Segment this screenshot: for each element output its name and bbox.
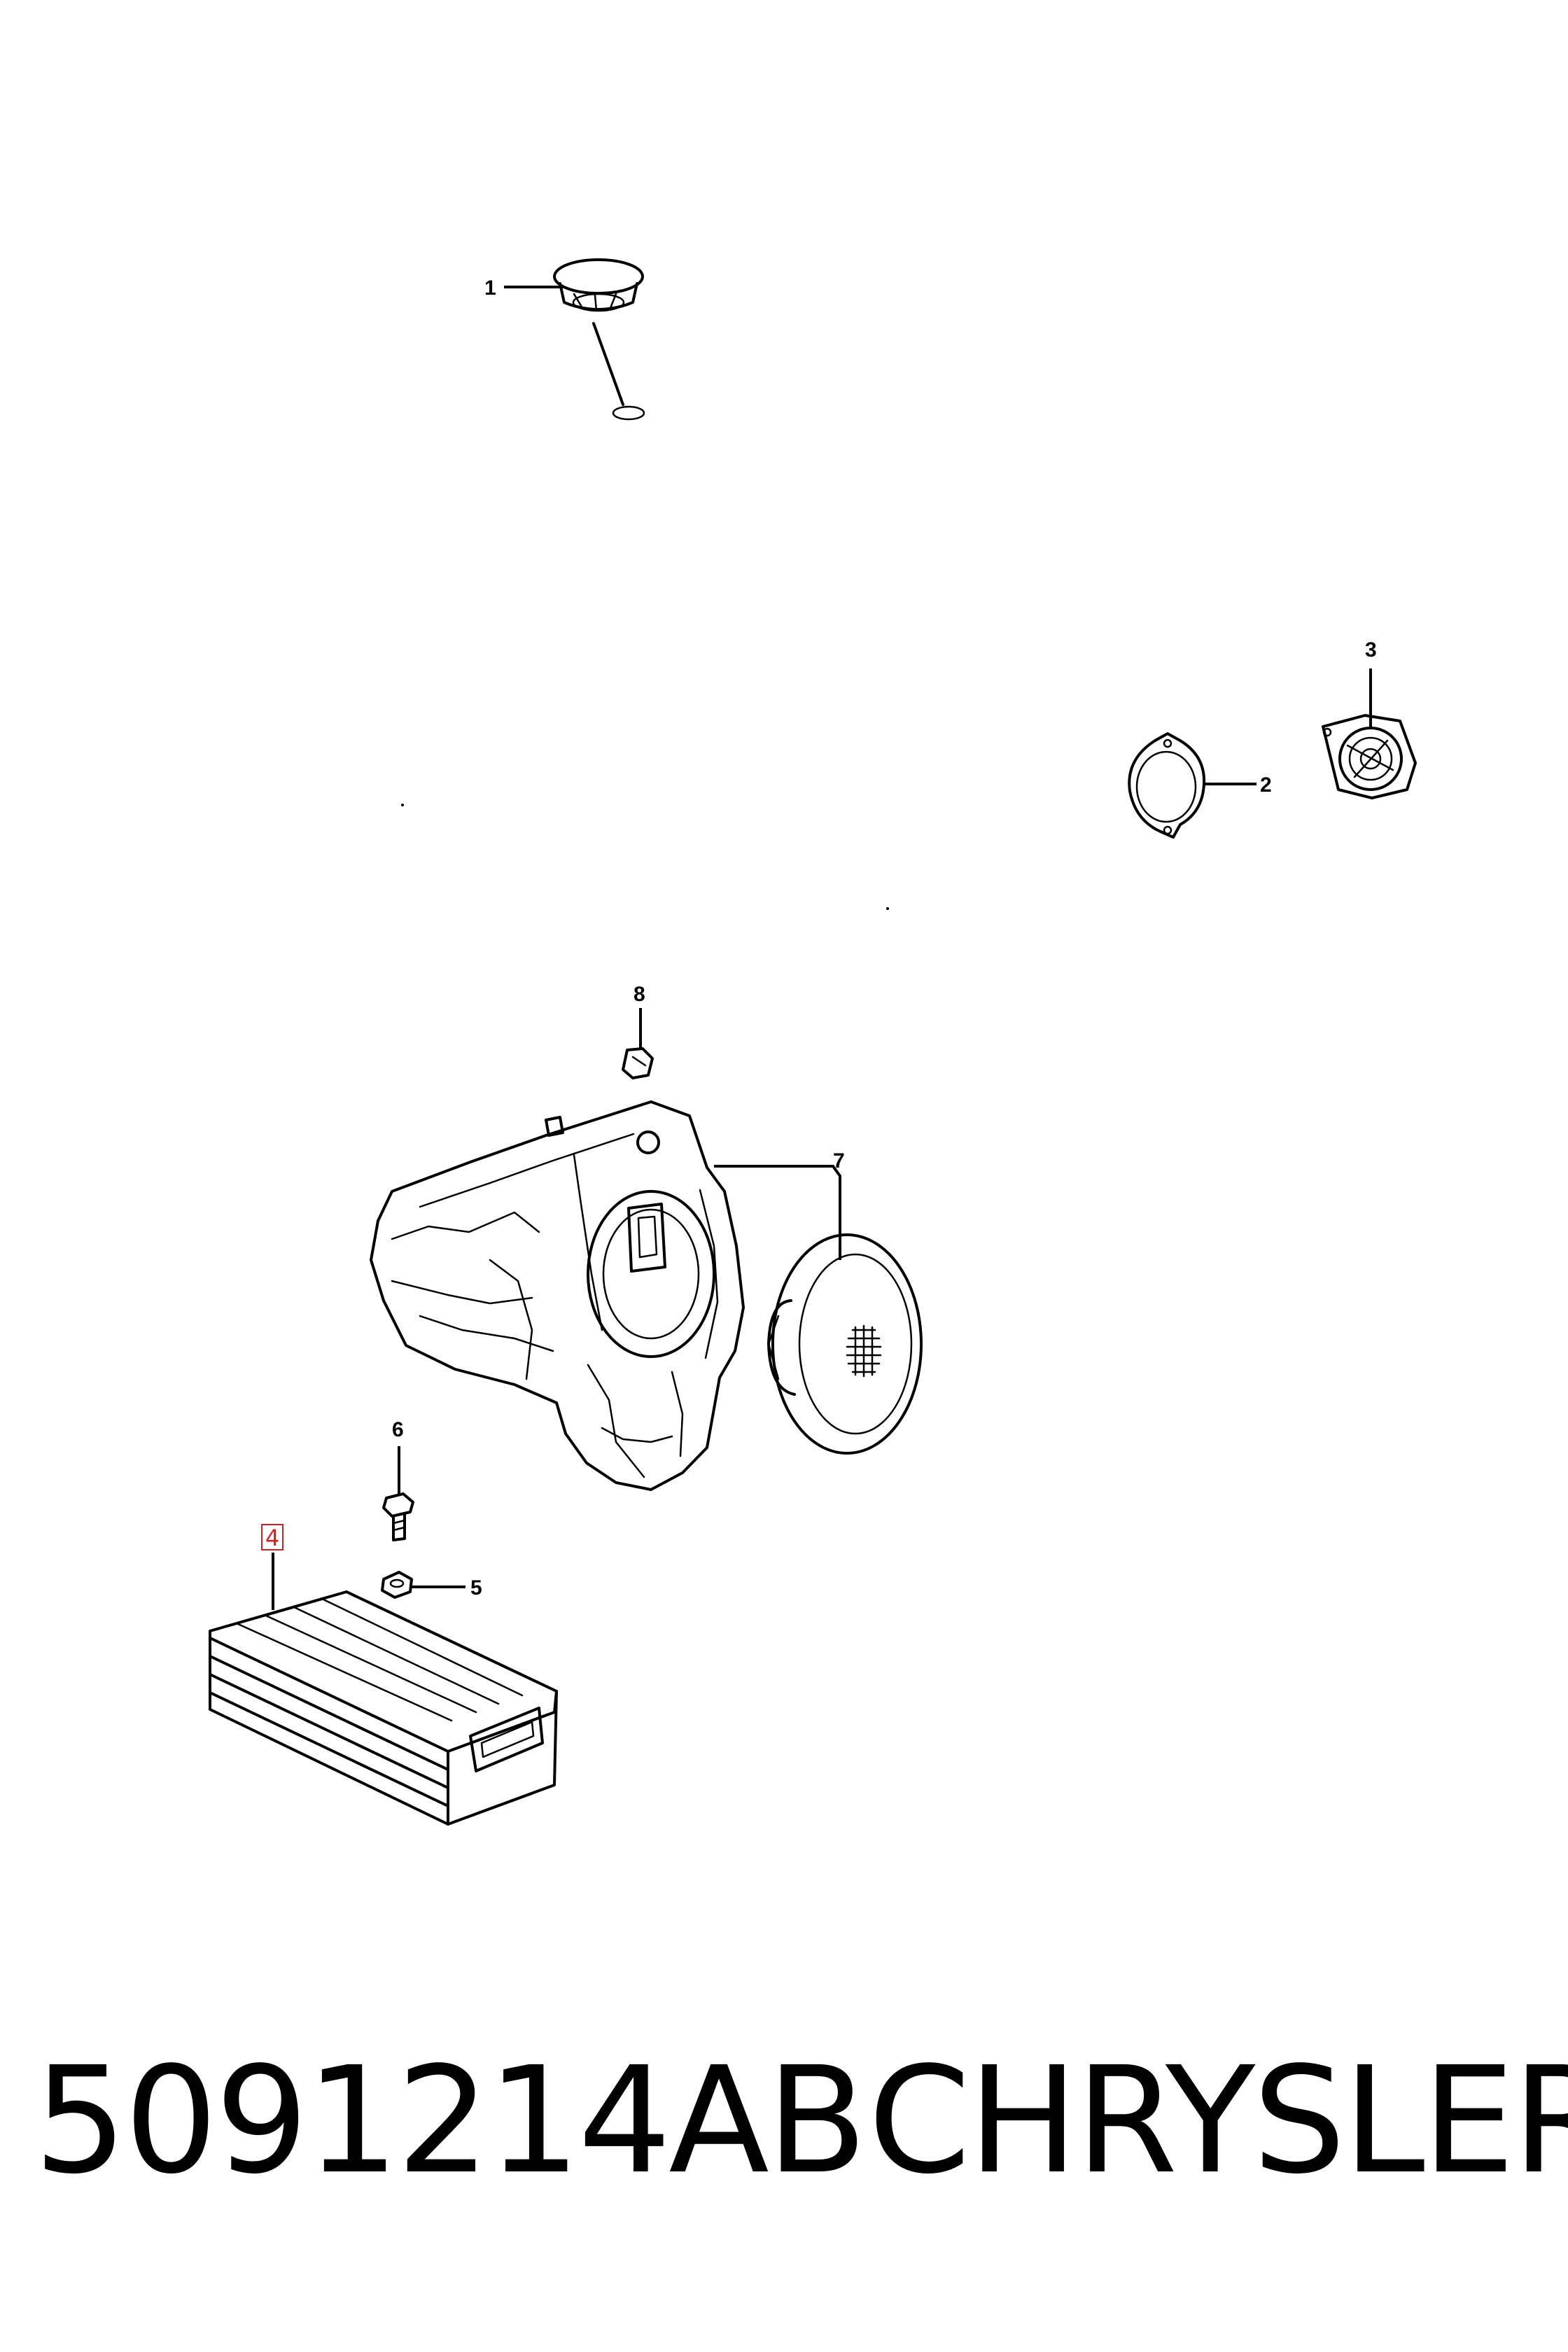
callout-4-highlight-box bbox=[261, 1524, 284, 1550]
speck-2 bbox=[886, 907, 889, 910]
brand-name: CHRYSLER bbox=[868, 2035, 1568, 2206]
part-8-clip bbox=[622, 1047, 654, 1079]
part-7-speaker-enclosure bbox=[370, 1100, 745, 1491]
leader-7 bbox=[714, 1165, 841, 1260]
callout-1: 1 bbox=[484, 276, 496, 300]
part-1-tweeter bbox=[553, 258, 645, 421]
callout-6: 6 bbox=[392, 1418, 404, 1441]
part-2-speaker-ring bbox=[1128, 732, 1206, 839]
callout-8: 8 bbox=[634, 983, 645, 1006]
callout-5: 5 bbox=[470, 1576, 482, 1600]
callout-2: 2 bbox=[1260, 774, 1272, 797]
part-5-nut bbox=[381, 1571, 413, 1599]
part-6-bolt bbox=[382, 1492, 414, 1541]
speck-1 bbox=[401, 804, 404, 806]
callout-3: 3 bbox=[1365, 638, 1377, 662]
part-4-amplifier bbox=[209, 1590, 558, 1826]
speaker-mesh-pattern bbox=[846, 1324, 882, 1378]
callout-7: 7 bbox=[833, 1149, 845, 1172]
part-number: 5091214AB bbox=[34, 2035, 867, 2206]
callout-4: 4 bbox=[265, 1525, 279, 1551]
part-7-speaker-cone bbox=[767, 1233, 923, 1455]
